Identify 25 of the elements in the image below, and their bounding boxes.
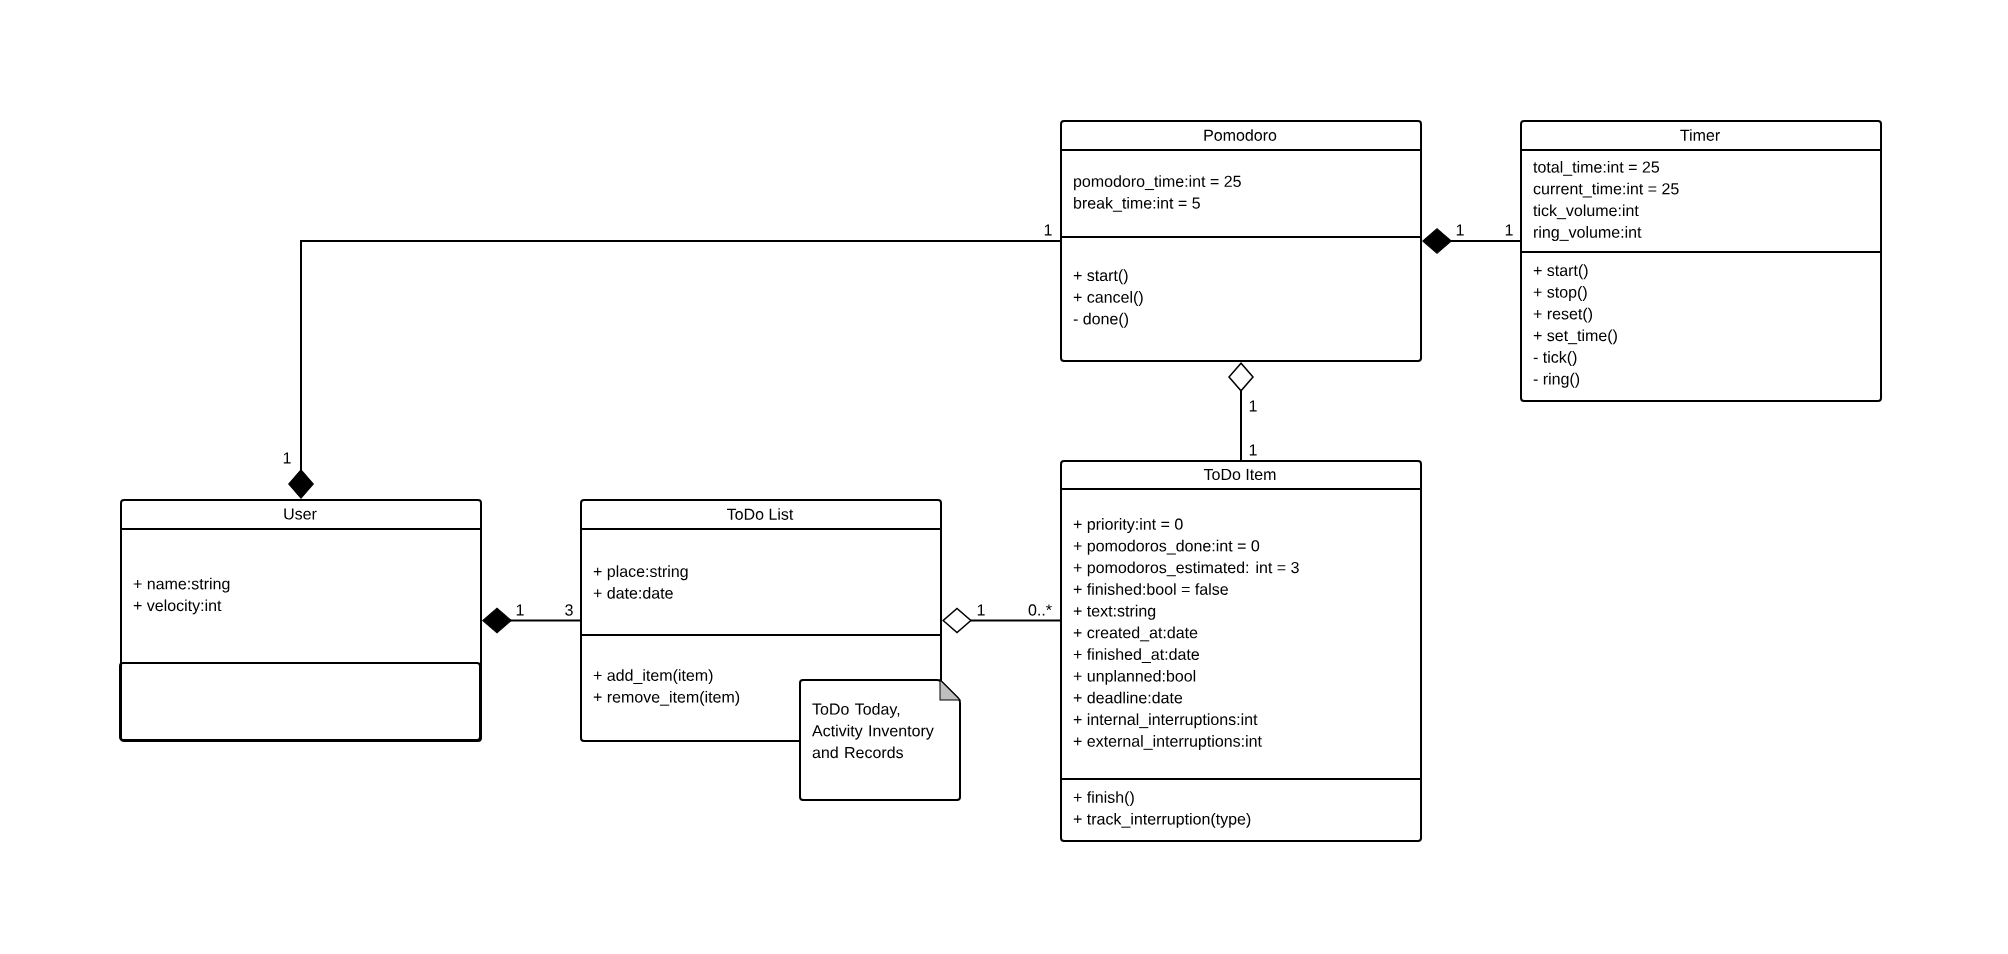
multiplicity-label: 1 [516,604,524,616]
member-list: + start() + cancel() - done() [1059,236,1421,328]
member-list: + priority:int = 0 + pomodoros_done:int = 0 + pomodoros_estimated: int = 3 + finished:bool = false + text:string + created_at:date + finished_at:date + unplanned:bool + deadline:date + internal_interruptions:int + external_interruptions:int [1059,488,1421,750]
multiplicity-label: 1 [977,604,985,616]
association-line [288,240,1061,499]
note-box: ToDo Today, Activity Inventory and Records [799,679,961,801]
multiplicity-label: 1 [283,452,291,464]
multiplicity-label: 1 [1249,444,1257,456]
association-line [1228,362,1254,461]
association-line [1422,228,1521,254]
member-list: + name:string + velocity:int [119,528,481,615]
multiplicity-label: 1 [1044,224,1052,236]
multiplicity-label: 0..* [1028,604,1052,616]
member-list: + finish() + track_interruption(type) [1059,778,1421,828]
member-list: + start() + stop() + reset() + set_time() - tick() - ring() [1519,251,1881,388]
multiplicity-label: 3 [565,604,573,616]
multiplicity-label: 1 [1249,400,1257,412]
member-list: pomodoro_time:int = 25 break_time:int = 5 [1059,149,1421,212]
empty-compartment [119,662,481,741]
member-list: total_time:int = 25 current_time:int = 25 tick_volume:int ring_volume:int [1519,149,1881,241]
multiplicity-label: 1 [1456,224,1464,236]
association-line [942,607,1061,634]
multiplicity-label: 1 [1505,224,1513,236]
member-list: + place:string + date:date [579,528,941,599]
association-line [482,607,581,634]
